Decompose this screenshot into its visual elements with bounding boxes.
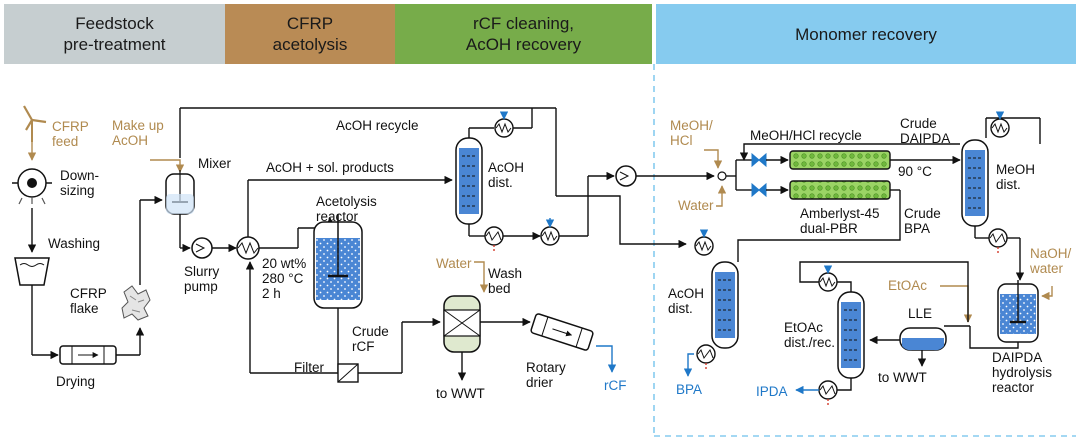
meoh-distillation-column bbox=[961, 139, 989, 227]
reboiler-icon bbox=[484, 226, 504, 246]
label-line: dist. bbox=[668, 301, 693, 316]
reboiler-icon bbox=[818, 380, 838, 400]
filter-label: Filter bbox=[294, 360, 325, 375]
lle-label: LLE bbox=[908, 306, 932, 321]
stage-band-monomer-recovery: Monomer recovery bbox=[656, 4, 1076, 64]
heat-exchanger-icon bbox=[236, 236, 260, 260]
label-line: sizing bbox=[60, 183, 95, 198]
label-line: AcOH bbox=[112, 133, 148, 148]
ipda-product-label: IPDA bbox=[756, 384, 788, 399]
bpa-product-label: BPA bbox=[676, 382, 702, 397]
mixer-label: Mixer bbox=[198, 156, 232, 171]
acetolysis-reactor bbox=[313, 214, 363, 309]
to-wwt-right-label: to WWT bbox=[878, 370, 927, 385]
condenser-icon bbox=[694, 236, 714, 256]
reboiler-icon bbox=[696, 344, 716, 364]
downsizing-shredder-icon bbox=[12, 168, 52, 205]
rcf-product-label: rCF bbox=[604, 378, 627, 393]
label-line: flake bbox=[70, 301, 99, 316]
label-line: DAIPDA bbox=[900, 131, 950, 146]
acoh-recycle-label: AcOH recycle bbox=[336, 118, 419, 133]
condenser-icon bbox=[818, 272, 838, 292]
naoh-water-label: NaOH/water bbox=[1029, 246, 1072, 276]
stage-band-cfrp-acetolysis: CFRP acetolysis bbox=[225, 4, 395, 64]
etoac-input-label: EtOAc bbox=[888, 278, 927, 293]
label-line: rCF bbox=[352, 339, 375, 354]
slurry-pump-icon bbox=[191, 237, 213, 259]
acoh-sol-products-label: AcOH + sol. products bbox=[266, 160, 394, 175]
mixer-vessel bbox=[165, 170, 195, 215]
meoh-hcl-recycle-label: MeOH/HCl recycle bbox=[750, 128, 862, 143]
reboiler-icon bbox=[988, 228, 1008, 248]
condenser-icon bbox=[990, 118, 1010, 138]
transfer-pump-icon bbox=[615, 165, 637, 187]
condenser-icon bbox=[494, 118, 514, 138]
label-line: pump bbox=[184, 279, 218, 294]
label-line: reactor bbox=[316, 209, 359, 224]
water-pbr-label: Water bbox=[678, 198, 714, 213]
cooler-icon bbox=[540, 226, 560, 246]
wind-turbine-icon bbox=[23, 105, 47, 142]
label-line: dist. bbox=[488, 175, 513, 190]
etoac-distillation-column bbox=[837, 291, 865, 379]
to-wwt-left-label: to WWT bbox=[436, 386, 485, 401]
washing-tank-icon bbox=[14, 257, 50, 286]
acoh-distillation-column-top bbox=[455, 137, 483, 225]
label-line: drier bbox=[526, 375, 554, 390]
stage-band-feedstock-pretreatment: Feedstock pre-treatment bbox=[4, 4, 225, 64]
meoh-hcl-input-label: MeOH/HCl bbox=[670, 118, 713, 148]
daipda-hydrolysis-reactor bbox=[997, 280, 1039, 343]
label-line: bed bbox=[488, 281, 511, 296]
label-line: dist./rec. bbox=[784, 335, 835, 350]
acoh-distillation-column-right bbox=[711, 261, 739, 349]
drying-icon bbox=[59, 345, 117, 365]
downsizing-label: Down-sizing bbox=[60, 168, 99, 198]
label-line: dual-PBR bbox=[800, 221, 858, 236]
drying-label: Drying bbox=[56, 374, 95, 389]
label-line: water bbox=[1029, 261, 1064, 276]
label-line: hydrolysis bbox=[992, 365, 1052, 380]
wash-bed bbox=[443, 295, 481, 353]
pbr-temperature-label: 90 °C bbox=[898, 164, 932, 179]
lle-decanter bbox=[899, 327, 947, 351]
washing-label: Washing bbox=[48, 236, 100, 251]
label-line: 280 °C bbox=[262, 271, 304, 286]
filter-icon bbox=[337, 363, 359, 383]
junction-icon bbox=[717, 171, 727, 181]
label-line: 2 h bbox=[262, 286, 281, 301]
label-line: BPA bbox=[904, 221, 930, 236]
stage-band-rcf-cleaning: rCF cleaning, AcOH recovery bbox=[395, 4, 652, 64]
valve-icon bbox=[751, 152, 767, 198]
label-line: feed bbox=[52, 134, 78, 149]
cfrp-flake-icon bbox=[121, 285, 151, 321]
label-line: dist. bbox=[996, 177, 1021, 192]
label-line: reactor bbox=[992, 380, 1035, 395]
water-wash-label: Water bbox=[436, 256, 472, 271]
label-line: HCl bbox=[670, 133, 693, 148]
dual-packed-bed-reactor bbox=[789, 150, 891, 200]
rotary-drier bbox=[530, 313, 594, 351]
